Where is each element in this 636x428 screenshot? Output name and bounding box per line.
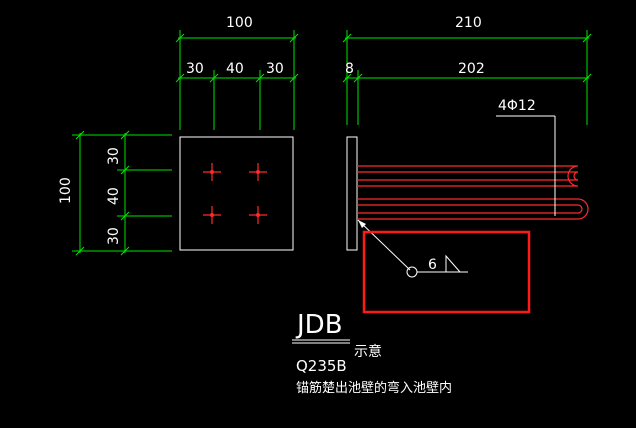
drawing-title-suffix: 示意 xyxy=(354,343,382,360)
anchor-hole-marks xyxy=(203,163,267,224)
note-label: 锚筋楚出池壁的弯入池壁内 xyxy=(296,380,452,396)
drawing-title: JDB xyxy=(295,310,343,340)
dim-hseg-2: 40 xyxy=(106,187,122,205)
dim-overall-height: 100 xyxy=(58,177,74,204)
rebar-spec-label: 4Φ12 xyxy=(498,98,536,114)
weld-size-label: 6 xyxy=(428,257,437,273)
anchor-mark xyxy=(249,206,267,224)
plate-side-view: 4Φ12 6 xyxy=(346,98,589,278)
weld-symbol: 6 xyxy=(357,219,468,278)
top-left-dimension-chain: 100 30 40 30 xyxy=(175,15,299,130)
anchor-bars xyxy=(357,165,589,220)
dim-plate-thickness: 8 xyxy=(345,61,354,77)
left-dimension-chain: 100 30 40 30 xyxy=(58,130,172,256)
plate-front-view xyxy=(179,136,294,251)
dim-overall-width: 100 xyxy=(226,15,253,31)
dim-anchor-length: 202 xyxy=(458,61,485,77)
anchor-mark xyxy=(249,163,267,181)
dim-overall-length: 210 xyxy=(455,15,482,31)
highlight-box xyxy=(362,230,531,314)
material-label: Q235B xyxy=(296,357,347,375)
dim-seg-3: 30 xyxy=(266,61,284,77)
anchor-mark xyxy=(203,163,221,181)
rebar-leader: 4Φ12 xyxy=(496,98,556,216)
dim-hseg-3: 30 xyxy=(106,227,122,245)
title-block: JDB 示意 Q235B 锚筋楚出池壁的弯入池壁内 xyxy=(292,310,452,396)
top-right-dimension-chain: 210 8 202 xyxy=(342,15,592,125)
dim-hseg-1: 30 xyxy=(106,147,122,165)
anchor-mark xyxy=(203,206,221,224)
dim-seg-2: 40 xyxy=(226,61,244,77)
dim-seg-1: 30 xyxy=(186,61,204,77)
